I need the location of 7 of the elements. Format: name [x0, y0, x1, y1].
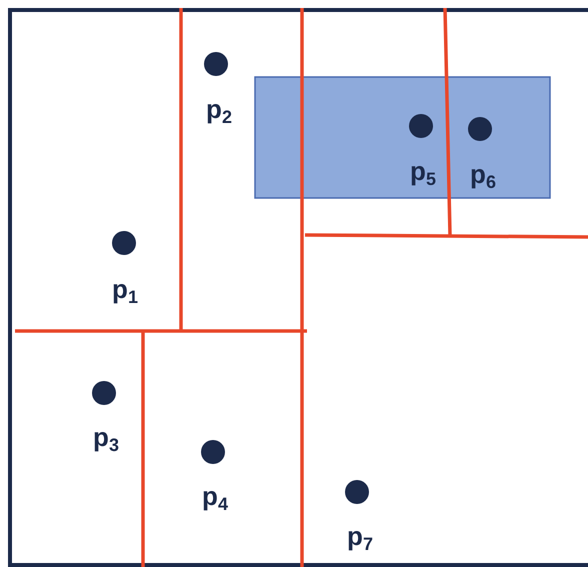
- point-label: p$_{3}$: [93, 424, 119, 450]
- point-label: p$_{1}$: [112, 276, 138, 302]
- point-label: p$_{7}$: [347, 523, 373, 549]
- point-label: p$_{5}$: [410, 158, 436, 184]
- point-label: p$_{6}$: [470, 161, 496, 187]
- point-label: p$_{2}$: [206, 96, 232, 122]
- point-label: p$_{4}$: [202, 483, 228, 509]
